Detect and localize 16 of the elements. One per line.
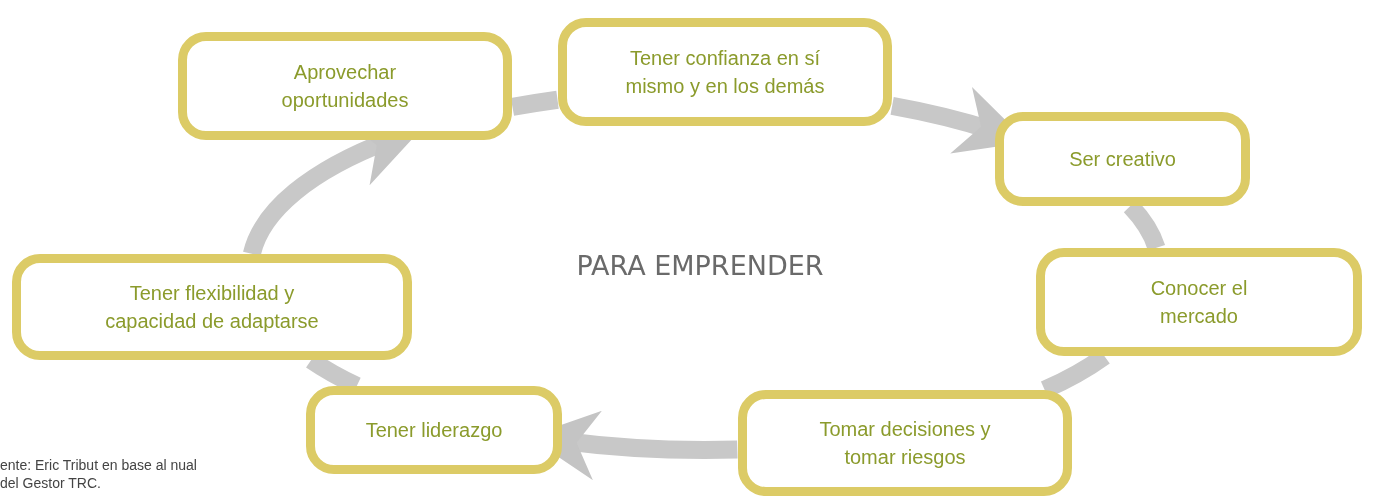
rounded-box bbox=[306, 386, 562, 474]
box-label: Tener confianza en sí mismo y en los demás bbox=[624, 46, 826, 99]
source-note: ente: Eric Tribut en base al nual del Gestor TRC. bbox=[0, 456, 198, 493]
center-title: PARA EMPRENDER bbox=[575, 250, 825, 281]
rounded-box bbox=[738, 390, 1072, 496]
box-label: Tomar decisiones y tomar riesgos bbox=[818, 417, 992, 470]
box-label: Ser creativo bbox=[1069, 147, 1176, 172]
rounded-box bbox=[178, 32, 512, 140]
rounded-box bbox=[12, 254, 412, 360]
rounded-box bbox=[1036, 248, 1362, 356]
box-label: Conocer el mercado bbox=[1149, 276, 1249, 329]
box-label: Aprovechar oportunidades bbox=[280, 60, 410, 113]
rounded-box bbox=[995, 112, 1250, 206]
rounded-box bbox=[558, 18, 892, 126]
box-label: Tener liderazgo bbox=[365, 418, 503, 443]
box-label: Tener flexibilidad y capacidad de adaptarse bbox=[104, 281, 320, 334]
